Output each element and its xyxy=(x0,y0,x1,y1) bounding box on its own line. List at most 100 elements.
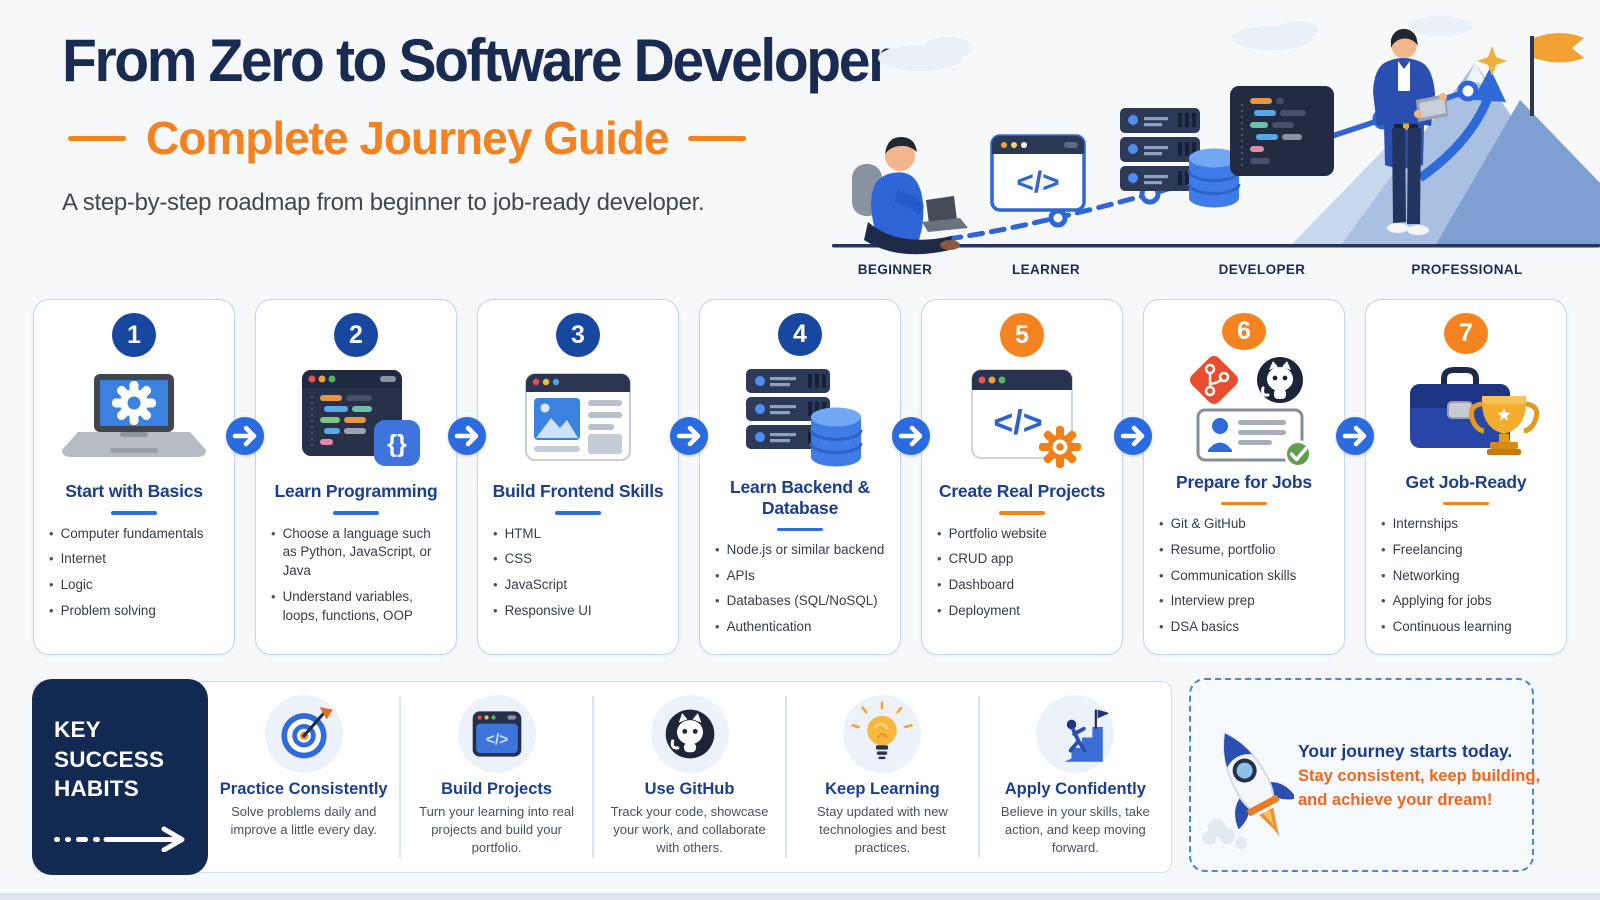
habit-title: Build Projects xyxy=(441,780,553,798)
step-card-7: 7 xyxy=(1365,299,1567,655)
git-github-resume-icon xyxy=(1190,356,1312,469)
step-bullet: •CSS xyxy=(493,551,533,567)
beginner-person-illustration xyxy=(852,137,968,255)
habit-title: Apply Confidently xyxy=(1004,780,1146,798)
step-card-5: 5 </> Create Real Projects •Portfolio we… xyxy=(921,299,1123,655)
step-bullet: •Networking xyxy=(1381,567,1460,583)
step-bullet: •DSA basics xyxy=(1159,619,1240,635)
step-bullet: •Problem solving xyxy=(49,602,156,618)
divider xyxy=(399,696,401,858)
step-bullet: •Computer fundamentals xyxy=(49,525,204,541)
step-bullets: •Choose a language such as Python, JavaS… xyxy=(256,525,456,643)
step-bullet: •Applying for jobs xyxy=(1381,593,1492,609)
svg-text:{}: {} xyxy=(387,430,407,458)
step-number-badge: 6 xyxy=(1222,313,1266,351)
step-bullet: •Resume, portfolio xyxy=(1159,541,1276,557)
step-bullet: •Deployment xyxy=(937,602,1021,618)
page-title: From Zero to Software Developer xyxy=(62,27,890,94)
subtitle-row: Complete Journey Guide xyxy=(68,111,962,165)
page-subtitle: Complete Journey Guide xyxy=(146,112,669,164)
step-bullets: •Internships •Freelancing •Networking •A… xyxy=(1366,515,1566,654)
step-title: Start with Basics xyxy=(65,481,203,501)
target-icon xyxy=(281,707,333,759)
step-bullet: •Interview prep xyxy=(1159,593,1255,609)
step-bullet: •Freelancing xyxy=(1381,541,1463,557)
title-underline xyxy=(1443,501,1489,506)
subtitle-dash-left-icon xyxy=(68,135,126,141)
subtitle-dash-right-icon xyxy=(688,135,747,141)
title-underline xyxy=(1221,502,1267,506)
step-bullet: •APIs xyxy=(715,567,755,583)
briefcase-trophy-icon xyxy=(1410,366,1540,455)
step-title: Get Job-Ready xyxy=(1405,471,1527,492)
roadmap-steps: 1 Start with Basics •Computer fundame xyxy=(33,299,1567,655)
step-bullet: •Git & GitHub xyxy=(1159,516,1246,532)
step-bullet: •Databases (SQL/NoSQL) xyxy=(715,593,878,609)
habit-description: Turn your learning into real projects an… xyxy=(419,804,575,855)
title-underline xyxy=(555,511,601,515)
step-bullet: •Internships xyxy=(1381,516,1459,532)
browser-layout-icon xyxy=(525,373,631,461)
divider xyxy=(978,696,980,858)
laptop-gear-icon xyxy=(62,374,206,457)
tagline: A step-by-step roadmap from beginner to … xyxy=(62,189,705,216)
divider xyxy=(785,696,787,858)
cta-line-1: Your journey starts today. xyxy=(1298,740,1513,761)
dashed-arrow-icon xyxy=(54,826,185,853)
step-card-6: 6 xyxy=(1143,299,1345,655)
step-bullets: •Git & GitHub •Resume, portfolio •Commun… xyxy=(1144,515,1344,654)
habit-apply-confidently: Apply Confidently Believe in your skills… xyxy=(980,682,1171,872)
step-number-badge: 7 xyxy=(1444,313,1488,354)
server-database-icon xyxy=(746,369,863,467)
habit-title: Practice Consistently xyxy=(219,780,388,798)
step-bullet: •Node.js or similar backend xyxy=(715,541,885,557)
cta-line-2: Stay consistent, keep building, xyxy=(1298,766,1541,785)
habit-use-github: Use GitHub Track your code, showcase you… xyxy=(594,682,785,872)
habits-list: Practice Consistently Solve problems dai… xyxy=(208,682,1171,872)
stage-label-professional: PROFESSIONAL xyxy=(1411,262,1523,277)
next-step-arrow-icon xyxy=(670,417,708,455)
next-step-arrow-icon xyxy=(1336,417,1374,455)
habits-heading: KEY SUCCESS HABITS xyxy=(54,717,165,802)
step-number-badge: 5 xyxy=(1000,313,1044,357)
cta-text: Your journey starts today. Stay consiste… xyxy=(1298,741,1540,810)
habits-panel: KEY SUCCESS HABITS xyxy=(32,679,1172,875)
habit-description: Solve problems daily and improve a littl… xyxy=(230,804,377,837)
habit-description: Believe in your skills, take action, and… xyxy=(1000,804,1150,855)
step-bullet: •Dashboard xyxy=(937,577,1015,593)
code-editor-icon: {} xyxy=(302,370,420,466)
next-step-arrow-icon xyxy=(892,417,930,455)
step-title: Create Real Projects xyxy=(938,481,1106,501)
bottom-strip xyxy=(0,893,1600,900)
title-underline xyxy=(111,511,157,515)
step-bullet: •Communication skills xyxy=(1159,567,1297,583)
title-underline xyxy=(999,511,1045,515)
next-step-arrow-icon xyxy=(448,417,486,455)
github-icon xyxy=(665,709,714,759)
habit-title: Use GitHub xyxy=(644,780,735,798)
habit-keep-learning: Keep Learning Stay updated with new tech… xyxy=(787,682,978,872)
step-card-4: 4 xyxy=(699,299,901,655)
climb-flag-icon xyxy=(1064,709,1109,762)
professional-person-illustration xyxy=(1373,28,1448,235)
cta-box: Your journey starts today. Stay consiste… xyxy=(1189,678,1540,872)
stage-label-developer: DEVELOPER xyxy=(1218,262,1306,277)
next-step-arrow-icon xyxy=(1114,417,1152,455)
step-bullet: •Understand variables, loops, functions,… xyxy=(271,588,413,623)
habit-description: Stay updated with new technologies and b… xyxy=(817,804,948,855)
step-bullet: •Responsive UI xyxy=(493,602,592,618)
step-card-1: 1 Start with Basics •Computer fundame xyxy=(33,299,235,655)
key-success-habits-box: KEY SUCCESS HABITS xyxy=(32,679,208,875)
step-bullets: •Portfolio website •CRUD app •Dashboard … xyxy=(922,525,1122,638)
svg-text:</>: </> xyxy=(993,404,1042,442)
next-step-arrow-icon xyxy=(226,417,264,455)
stage-label-beginner: BEGINNER xyxy=(857,262,933,277)
lightbulb-icon xyxy=(851,701,914,760)
step-title: Build Frontend Skills xyxy=(492,481,664,501)
step-bullet: •Logic xyxy=(49,577,93,593)
step-bullet: •Internet xyxy=(49,551,106,567)
step-number-badge: 3 xyxy=(556,313,600,357)
step-bullets: •Computer fundamentals •Internet •Logic … xyxy=(34,525,234,638)
step-title: Prepare for Jobs xyxy=(1176,472,1312,493)
